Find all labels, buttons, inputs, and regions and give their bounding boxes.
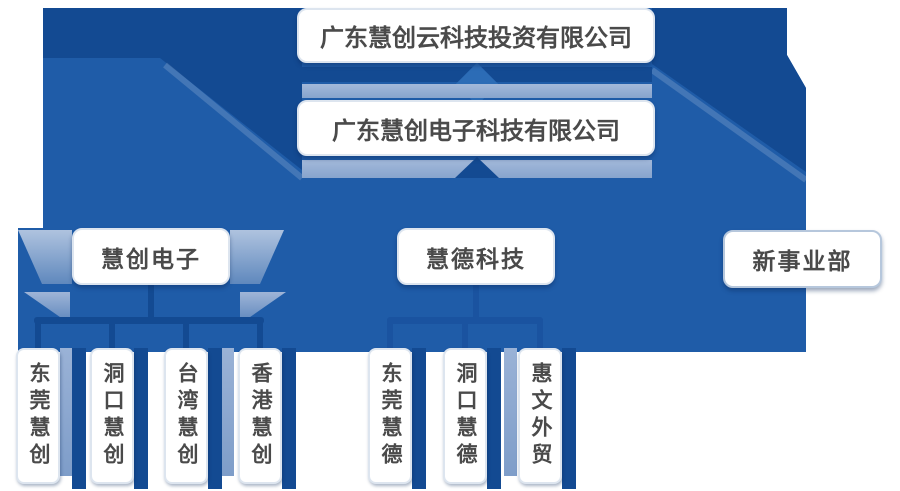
division-label: 新事业部 — [752, 248, 853, 274]
node-sub-huiwen-trade: 惠文外贸 — [518, 348, 562, 484]
node-division-new-business: 新事业部 — [723, 230, 882, 288]
bottom-accent-bars — [60, 348, 576, 489]
tree-division1 — [34, 285, 264, 352]
tree-division2 — [387, 285, 543, 352]
node-division-huide-technology: 慧德科技 — [397, 228, 555, 285]
node-parent-company-label: 广东慧创电子科技有限公司 — [332, 117, 620, 145]
node-root-company: 广东慧创云科技投资有限公司 — [297, 8, 655, 63]
node-root-company-label: 广东慧创云科技投资有限公司 — [320, 25, 632, 52]
division-label: 慧德科技 — [426, 245, 526, 272]
sub-label: 香港慧创 — [249, 362, 272, 470]
node-sub-hongkong-huichuang: 香港慧创 — [238, 348, 282, 484]
sub-label: 东莞慧创 — [27, 362, 50, 470]
node-sub-dongkou-huide: 洞口慧德 — [443, 348, 487, 484]
sub-label: 洞口慧创 — [101, 362, 124, 470]
node-sub-dongkou-huichuang: 洞口慧创 — [90, 348, 134, 484]
node-sub-taiwan-huichuang: 台湾慧创 — [164, 348, 208, 484]
node-sub-dongguan-huichuang: 东莞慧创 — [16, 348, 60, 484]
connector-root-parent — [302, 62, 652, 106]
node-parent-company: 广东慧创电子科技有限公司 — [297, 100, 655, 156]
connector-parent-divisions — [302, 157, 652, 178]
division1-flanks — [18, 230, 286, 324]
node-sub-dongguan-huide: 东莞慧德 — [368, 348, 412, 484]
chevron-ornament — [455, 157, 499, 178]
node-division-huichuang-electronics: 慧创电子 — [72, 228, 230, 285]
sub-label: 台湾慧创 — [175, 362, 198, 470]
sub-label: 洞口慧德 — [454, 362, 477, 470]
sub-label: 惠文外贸 — [529, 362, 552, 470]
division-label: 慧创电子 — [101, 245, 201, 272]
sub-label: 东莞慧德 — [379, 362, 402, 470]
